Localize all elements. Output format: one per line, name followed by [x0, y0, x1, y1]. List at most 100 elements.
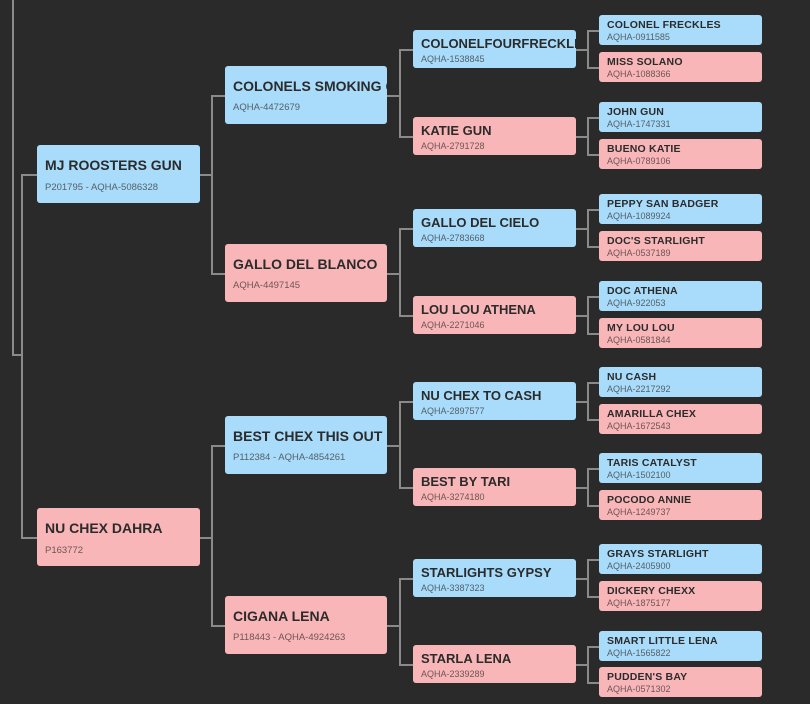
horse-name: GRAYS STARLIGHT	[607, 548, 709, 560]
registration-number: AQHA-2783668	[421, 233, 485, 243]
connector-line	[211, 95, 213, 275]
connector-line	[587, 505, 599, 507]
connector-line	[587, 468, 599, 470]
connector-line	[587, 559, 599, 561]
registration-number: AQHA-0789106	[607, 156, 671, 166]
registration-number: AQHA-2791728	[421, 141, 485, 151]
connector-line	[387, 273, 401, 275]
horse-name: BEST BY TARI	[421, 474, 511, 489]
grandparent-card[interactable]: GALLO DEL BLANCO AQHA-4497145	[225, 244, 387, 302]
connector-line	[587, 246, 599, 248]
sire-card[interactable]: MJ ROOSTERS GUN P201795 - AQHA-5086328	[37, 145, 200, 203]
connector-line	[587, 296, 589, 335]
registration-number: P112384 - AQHA-4854261	[233, 452, 346, 463]
connector-line	[587, 296, 599, 298]
registration-number: AQHA-0571302	[607, 684, 671, 694]
connector-line	[587, 382, 599, 384]
connector-line	[576, 401, 589, 403]
horse-name: LOU LOU ATHENA	[421, 302, 536, 317]
connector-line	[399, 49, 413, 51]
horse-name: JOHN GUN	[607, 106, 665, 118]
horse-name: CIGANA LENA	[233, 608, 330, 624]
connector-line	[587, 117, 599, 119]
connector-line	[387, 445, 401, 447]
connector-line	[399, 664, 413, 666]
connector-line	[21, 174, 37, 176]
connector-line	[399, 136, 413, 138]
connector-line	[587, 559, 589, 598]
horse-name: NU CHEX DAHRA	[45, 520, 163, 536]
horse-name: COLONEL FRECKLES	[607, 19, 721, 31]
horse-name: COLONELS SMOKING GUN	[233, 78, 387, 94]
registration-number: AQHA-1089924	[607, 211, 671, 221]
registration-number: AQHA-2217292	[607, 384, 671, 394]
registration-number: AQHA-0581844	[607, 335, 671, 345]
connector-line	[12, 354, 22, 356]
connector-line	[587, 646, 599, 648]
horse-name: POCODO ANNIE	[607, 494, 692, 506]
registration-number: P201795 - AQHA-5086328	[45, 182, 159, 193]
connector-line	[399, 49, 401, 138]
horse-name: DICKERY CHEXX	[607, 585, 696, 597]
connector-line	[200, 174, 213, 176]
registration-number: AQHA-1565822	[607, 648, 671, 658]
grandparent-card[interactable]: CIGANA LENA P118443 - AQHA-4924263	[225, 596, 387, 654]
great-grandparent-card[interactable]: BEST BY TARI AQHA-3274180	[413, 468, 576, 506]
horse-name: PEPPY SAN BADGER	[607, 198, 719, 210]
great-grandparent-card[interactable]: GALLO DEL CIELO AQHA-2783668	[413, 209, 576, 247]
connector-line	[587, 468, 589, 507]
horse-name: BEST CHEX THIS OUT	[233, 428, 383, 444]
registration-number: AQHA-3274180	[421, 492, 485, 502]
horse-name: NU CASH	[607, 371, 657, 383]
connector-line	[576, 228, 589, 230]
connector-line	[576, 49, 589, 51]
horse-name: GALLO DEL CIELO	[421, 215, 540, 230]
horse-name: MJ ROOSTERS GUN	[45, 157, 182, 173]
horse-name: GALLO DEL BLANCO	[233, 256, 378, 272]
connector-line	[587, 646, 589, 684]
connector-line	[587, 333, 599, 335]
connector-line	[587, 209, 599, 211]
registration-number: AQHA-2271046	[421, 320, 485, 330]
horse-name: COLONELFOURFRECKLE	[421, 36, 576, 51]
connector-line	[12, 0, 14, 355]
registration-number: AQHA-4497145	[233, 280, 301, 291]
horse-name: STARLIGHTS GYPSY	[421, 565, 552, 580]
connector-line	[211, 95, 225, 97]
registration-number: P118443 - AQHA-4924263	[233, 632, 346, 643]
registration-number: AQHA-0537189	[607, 248, 671, 258]
connector-line	[211, 625, 225, 627]
grandparent-card[interactable]: BEST CHEX THIS OUT P112384 - AQHA-4854261	[225, 416, 387, 474]
great-grandparent-card[interactable]: LOU LOU ATHENA AQHA-2271046	[413, 296, 576, 334]
connector-line	[21, 174, 23, 538]
connector-line	[399, 228, 401, 317]
connector-line	[587, 209, 589, 248]
connector-line	[587, 419, 599, 421]
connector-line	[576, 664, 589, 666]
registration-number: AQHA-1672543	[607, 421, 671, 431]
registration-number: AQHA-0911585	[607, 32, 670, 42]
